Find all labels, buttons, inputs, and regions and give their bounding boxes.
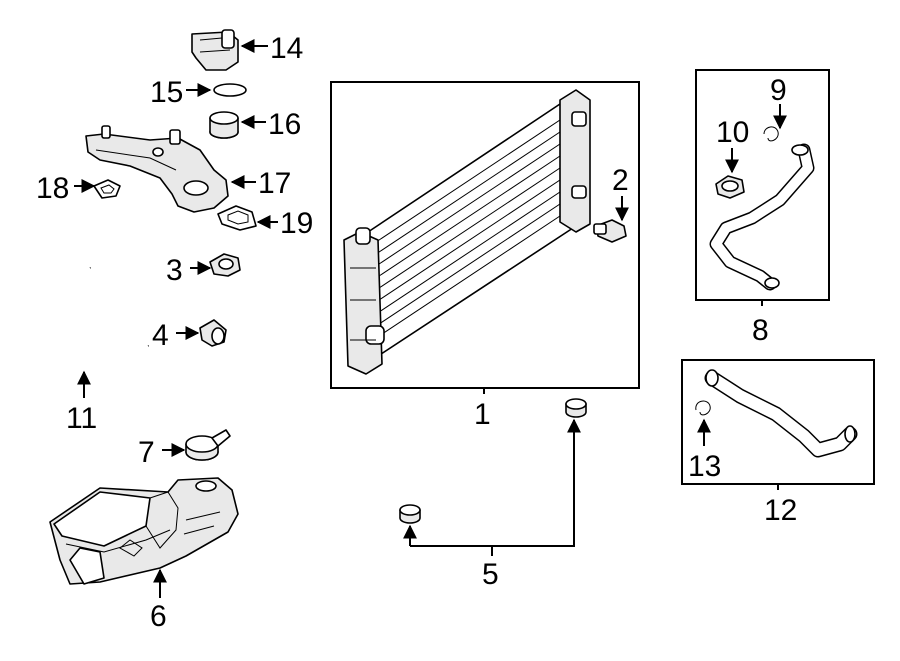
callout-1: 1 xyxy=(474,398,491,431)
part-10-clamp[interactable] xyxy=(715,175,745,199)
part-18-gasket[interactable] xyxy=(93,179,121,199)
callout-7: 7 xyxy=(138,436,155,469)
part-7-cap[interactable] xyxy=(185,429,231,461)
callout-19: 19 xyxy=(280,207,313,240)
part-4-bushing[interactable] xyxy=(199,319,227,347)
callout-15: 15 xyxy=(150,76,183,109)
callout-2: 2 xyxy=(612,164,629,197)
callout-18: 18 xyxy=(36,172,69,205)
part-12-hose[interactable] xyxy=(704,369,858,458)
callout-5: 5 xyxy=(482,558,499,591)
callout-8: 8 xyxy=(752,314,769,347)
callout-6: 6 xyxy=(150,600,167,633)
callout-12: 12 xyxy=(764,494,797,527)
part-9-clip[interactable] xyxy=(763,126,779,142)
callout-13: 13 xyxy=(688,450,721,483)
leader-5-right xyxy=(410,418,581,547)
part-19-gasket[interactable] xyxy=(217,205,257,231)
callout-9: 9 xyxy=(770,74,787,107)
callout-14: 14 xyxy=(270,32,303,65)
part-8-hose[interactable] xyxy=(709,143,815,291)
part-15-o-ring[interactable] xyxy=(213,83,247,97)
callout-3: 3 xyxy=(166,254,183,287)
callout-10: 10 xyxy=(716,116,749,149)
callout-4: 4 xyxy=(152,319,169,352)
part-2-bolt[interactable] xyxy=(593,219,627,243)
part-6-reservoir[interactable] xyxy=(49,477,239,585)
callout-11: 11 xyxy=(66,402,97,435)
part-5-grommet-left[interactable] xyxy=(399,504,421,524)
part-13-clip[interactable] xyxy=(695,400,711,416)
callout-16: 16 xyxy=(268,108,301,141)
part-16-plug[interactable] xyxy=(209,111,239,139)
part-1-radiator[interactable] xyxy=(343,89,591,375)
callout-17: 17 xyxy=(258,167,291,200)
part-14-housing[interactable] xyxy=(191,29,239,71)
part-5-grommet-right[interactable] xyxy=(565,398,587,418)
part-3-cap[interactable] xyxy=(209,253,241,277)
part-17-bracket[interactable] xyxy=(85,125,229,213)
